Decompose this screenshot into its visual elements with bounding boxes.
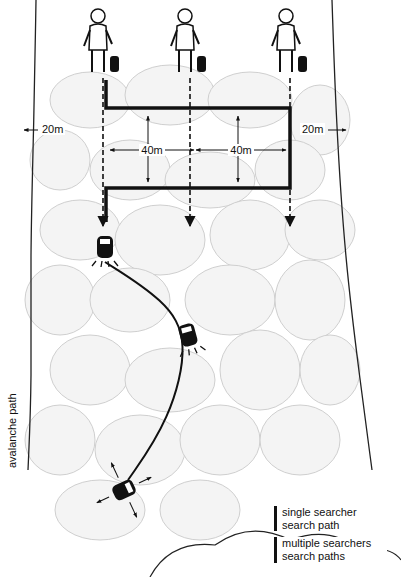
rock: [125, 348, 215, 412]
rock: [210, 200, 290, 270]
legend-text: multiple searchers search paths: [282, 537, 387, 562]
avalanche-beacon: [173, 321, 206, 358]
avalanche-beacon: [92, 236, 118, 267]
rock: [50, 335, 130, 405]
snow-mound: [150, 531, 401, 577]
dimension-label: 40m: [139, 144, 164, 156]
multiple-search-path: [102, 78, 104, 226]
rock: [160, 480, 240, 540]
rock: [275, 260, 345, 340]
dimension-label: 20m: [300, 123, 325, 135]
rock: [180, 405, 260, 475]
searcher-figure: [171, 9, 206, 72]
dimension-line: [24, 130, 38, 131]
region-label: avalanche path: [6, 391, 18, 470]
rock: [285, 200, 355, 260]
searcher-figure: [272, 9, 307, 72]
rock: [125, 65, 215, 125]
rock: [25, 405, 95, 475]
gully-wall: [28, 0, 36, 470]
rock: [260, 405, 340, 475]
avalanche-beacon: [84, 450, 164, 530]
legend-row: multiple searchers search paths: [274, 537, 387, 562]
rock: [25, 265, 95, 335]
rock: [95, 415, 185, 485]
rock: [220, 330, 300, 410]
signal-search-path: [105, 262, 183, 480]
rock: [55, 480, 145, 540]
searcher-figure: [84, 9, 119, 72]
single-search-path: [106, 80, 290, 222]
legend-text: single searcher search path: [282, 506, 387, 531]
legend-line-sample: [274, 506, 277, 531]
dimension-label: 40m: [228, 144, 253, 156]
rock: [185, 265, 275, 335]
legend-row: single searcher search path: [274, 506, 387, 531]
rock: [300, 335, 360, 405]
rock: [30, 130, 90, 190]
dimension-label: 20m: [40, 123, 65, 135]
legend-line-sample: [274, 537, 277, 562]
rock: [165, 152, 255, 208]
rock: [208, 72, 292, 128]
dimension-line: [328, 130, 346, 131]
legend: single searcher search path multiple sear…: [274, 506, 387, 569]
rock: [90, 140, 170, 200]
rock: [40, 200, 120, 260]
rock: [50, 72, 130, 128]
rock: [115, 205, 205, 275]
gully-wall: [332, 0, 372, 470]
multiple-search-path: [189, 78, 191, 226]
